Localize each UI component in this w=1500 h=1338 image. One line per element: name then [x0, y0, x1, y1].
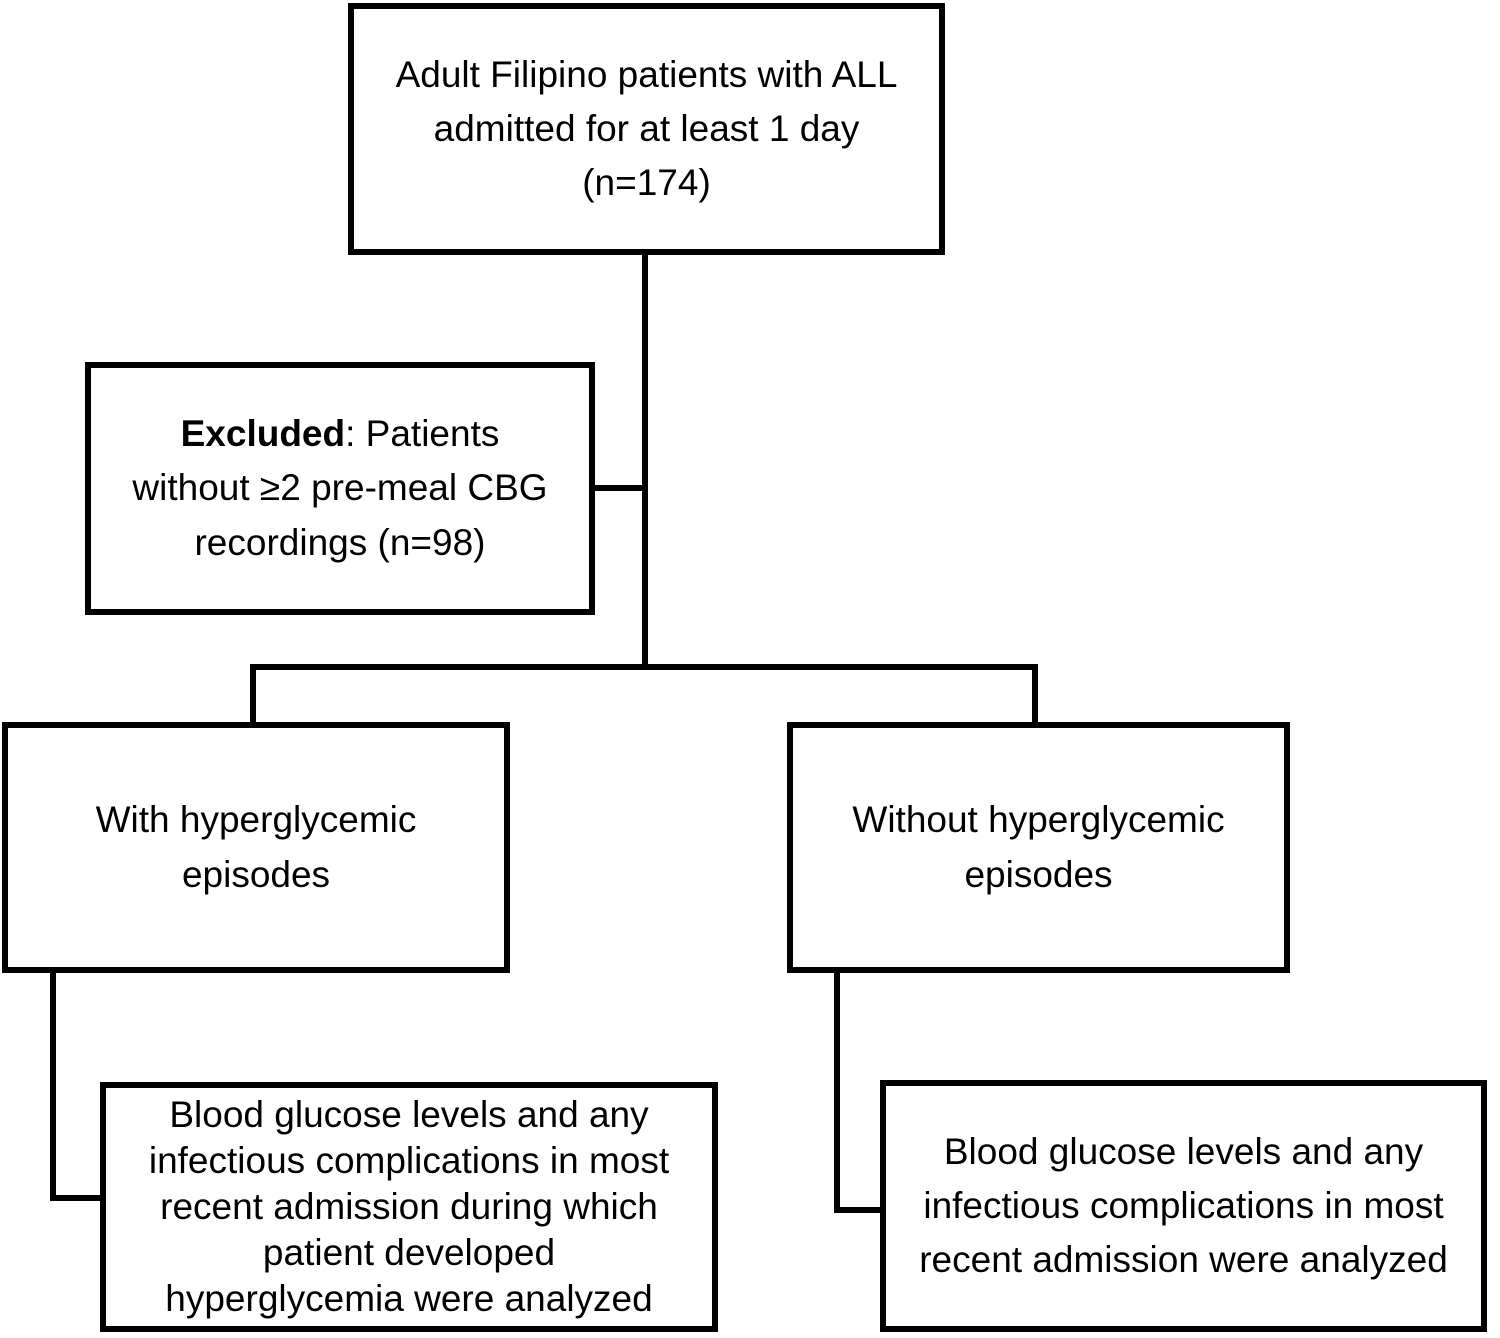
node-text-line: Blood glucose levels and any: [943, 1130, 1424, 1172]
node-text-line: Excluded: Patients: [181, 407, 500, 461]
node-text-line: admitted for at least 1 day: [433, 107, 860, 149]
node-analyzed-without-hyperglycemia: Blood glucose levels and any infectious …: [880, 1080, 1487, 1332]
connector-elbow-right-horizontal: [834, 1207, 880, 1213]
node-text-line: infectious complications in most: [923, 1184, 1444, 1226]
connector-exit-right-vertical: [834, 973, 840, 1213]
node-without-hyperglycemic-episodes: Without hyperglycemic episodes: [787, 722, 1290, 973]
node-text-line: patient developed: [262, 1231, 556, 1273]
node-text-line: Blood glucose levels and any: [169, 1094, 649, 1136]
connector-branch-drop-right: [1032, 664, 1038, 722]
node-text-line: episodes: [181, 853, 331, 895]
connector-exit-left-vertical: [50, 973, 56, 1201]
node-text-line: without ≥2 pre-meal CBG: [132, 467, 548, 509]
node-text-line: recordings (n=98): [194, 521, 486, 563]
connector-branch-rail: [250, 664, 1038, 670]
node-text-line: episodes: [964, 853, 1113, 895]
node-text-line: (n=174): [582, 162, 711, 203]
node-text-line: Adult Filipino patients with ALL: [395, 53, 898, 95]
connector-excluded-horizontal: [595, 485, 648, 491]
connector-elbow-left-horizontal: [50, 1195, 100, 1201]
node-text-line: hyperglycemia were analyzed: [165, 1277, 653, 1319]
connector-branch-drop-left: [250, 664, 256, 722]
excluded-bold-label: Excluded: [180, 413, 346, 455]
connector-trunk-vertical: [642, 255, 648, 667]
node-text-line: infectious complications in most: [148, 1140, 670, 1182]
node-adult-filipino-patients: Adult Filipino patients with ALL admitte…: [348, 3, 945, 255]
node-text-line: recent admission were analyzed: [919, 1239, 1448, 1280]
node-excluded-patients: Excluded: Patients without ≥2 pre-meal C…: [85, 362, 595, 615]
node-text-line: With hyperglycemic: [95, 799, 417, 841]
excluded-line1-rest: : Patients: [345, 413, 500, 455]
node-text-line: recent admission during which: [160, 1186, 658, 1228]
node-text-line: Without hyperglycemic: [852, 799, 1225, 841]
node-analyzed-with-hyperglycemia: Blood glucose levels and any infectious …: [100, 1082, 718, 1332]
node-with-hyperglycemic-episodes: With hyperglycemic episodes: [2, 722, 510, 973]
